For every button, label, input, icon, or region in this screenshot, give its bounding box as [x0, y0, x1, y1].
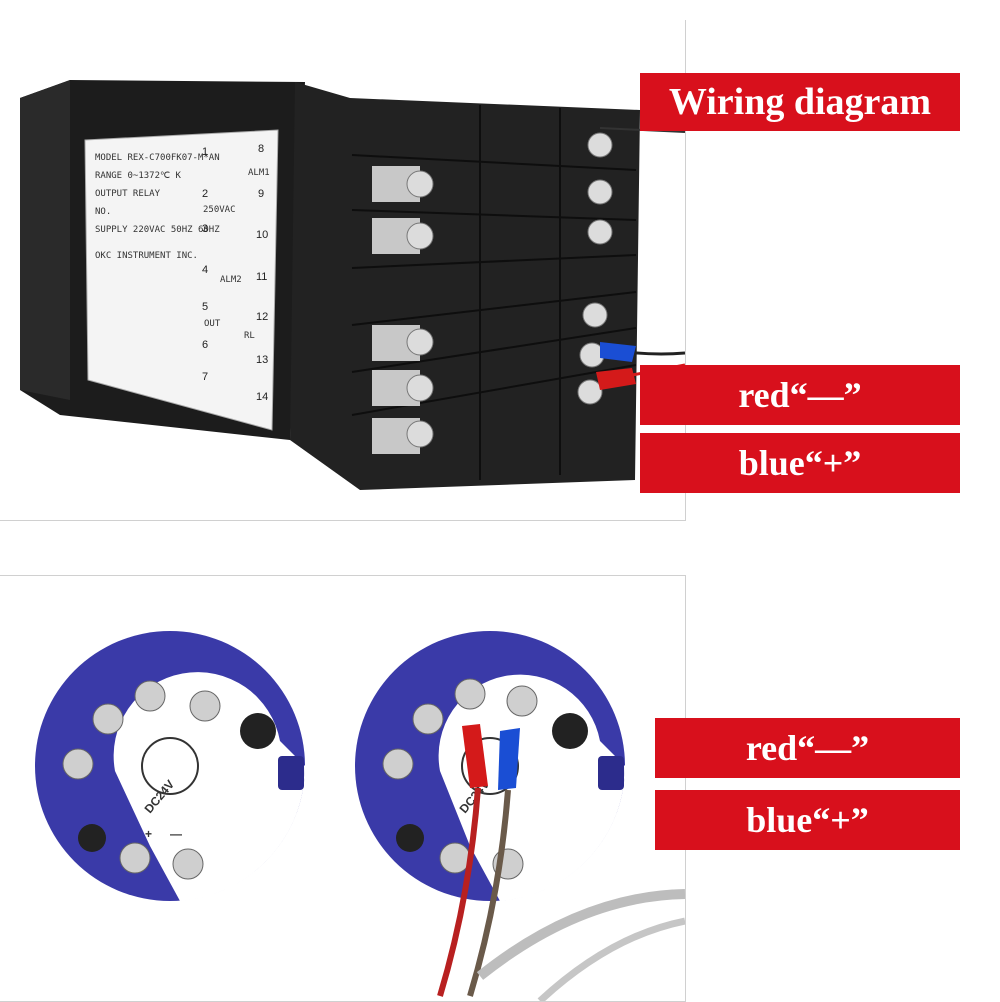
svg-text:8: 8 [258, 143, 264, 155]
svg-text:7: 7 [202, 371, 208, 383]
svg-text:12: 12 [256, 311, 268, 323]
blue-crimp-connector-right [498, 728, 520, 790]
range-text: RANGE 0~1372℃ K [95, 171, 182, 181]
blue-wire [467, 789, 511, 997]
thermocouple-cable-2 [537, 917, 685, 1001]
transmitter-photo: DC24V + — DC24V [35, 631, 685, 1001]
blue-crimp-connector [600, 342, 636, 362]
red-crimp-connector-right [462, 724, 488, 788]
svg-text:1: 1 [202, 146, 208, 158]
svg-text:6: 6 [202, 339, 208, 351]
svg-text:13: 13 [256, 354, 268, 366]
red-wire [437, 787, 481, 997]
transmitter-photo-panel: DC24V + — DC24V [0, 575, 686, 1002]
no-text: NO. [95, 207, 111, 217]
svg-text:9: 9 [258, 188, 264, 200]
thermocouple-cable [476, 889, 685, 980]
bottom-blue-positive-label: blue“+” [655, 790, 960, 850]
wiring-diagram-title: Wiring diagram [640, 73, 960, 131]
top-red-negative-label: red“—” [640, 365, 960, 425]
vac-text: 250VAC [203, 205, 236, 215]
svg-text:2: 2 [202, 188, 208, 200]
transmitter-left: DC24V + — [35, 631, 306, 901]
svg-text:10: 10 [256, 229, 268, 241]
bottom-red-negative-label: red“—” [655, 718, 960, 778]
svg-text:4: 4 [202, 264, 208, 276]
out-text: OUT [204, 319, 221, 329]
alm2-text: ALM2 [220, 275, 242, 285]
terminal-screws [372, 132, 613, 454]
controller-photo-panel: MODEL REX-C700FK07-M*AN RANGE 0~1372℃ K … [0, 20, 686, 521]
left-terminal-numbers: 1 2 3 4 5 6 7 [202, 146, 208, 383]
model-text: MODEL REX-C700FK07-M*AN [95, 153, 220, 163]
maker-text: OKC INSTRUMENT INC. [95, 251, 198, 261]
alm1-text: ALM1 [248, 168, 270, 178]
svg-text:14: 14 [256, 391, 268, 403]
svg-text:5: 5 [202, 301, 208, 313]
plus-label-left: + [145, 827, 152, 841]
red-crimp-connector [596, 368, 636, 390]
controller-photo: MODEL REX-C700FK07-M*AN RANGE 0~1372℃ K … [20, 80, 685, 490]
output-text: OUTPUT RELAY [95, 189, 161, 199]
svg-text:3: 3 [202, 223, 208, 235]
supply-text: SUPPLY 220VAC 50HZ 60HZ [95, 225, 220, 235]
right-terminal-numbers: 8 9 10 11 12 13 14 [256, 143, 268, 403]
terminal-block [351, 105, 637, 480]
svg-text:11: 11 [256, 271, 267, 283]
transmitter-right: DC24V [355, 631, 626, 997]
controller-label-sticker [84, 129, 279, 431]
rl-text: RL [244, 331, 255, 341]
minus-label-left: — [170, 827, 182, 841]
top-blue-positive-label: blue“+” [640, 433, 960, 493]
